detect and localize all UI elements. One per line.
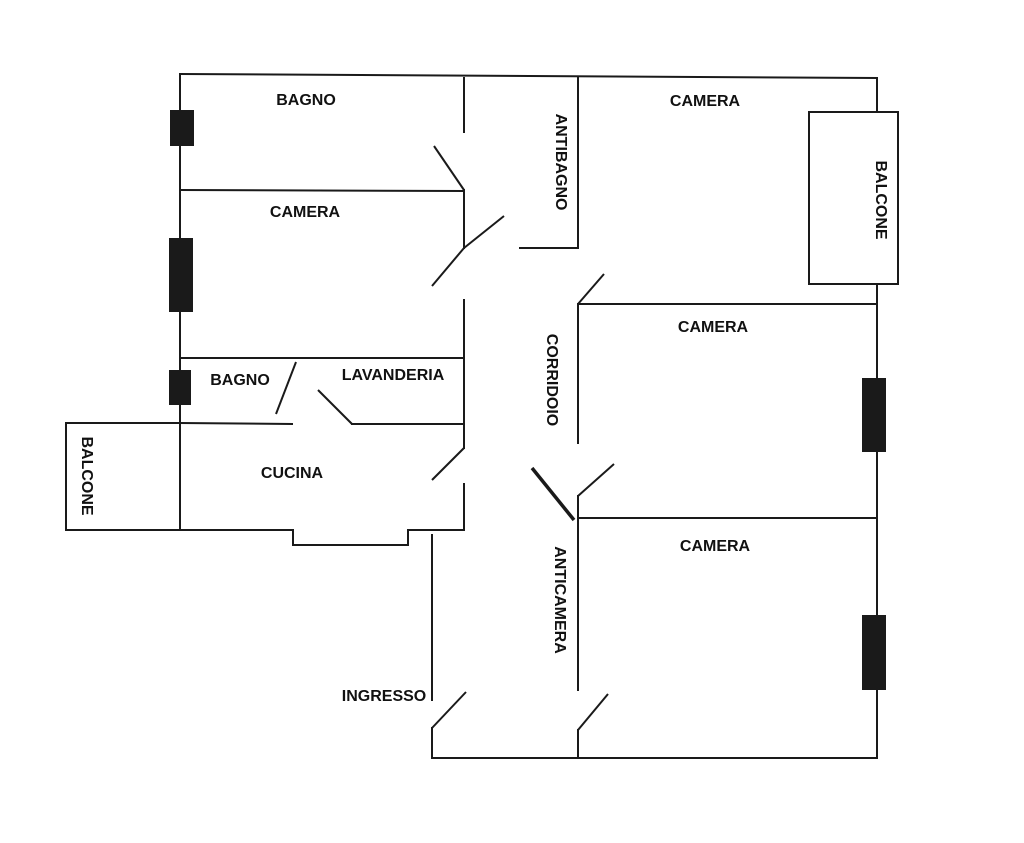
door-antibagno [463, 215, 505, 249]
label-camera-bottom-right: CAMERA [680, 538, 751, 555]
label-anticamera: ANTICAMERA [551, 546, 568, 654]
door-camera-left [431, 247, 465, 287]
door-bagno-small [275, 361, 297, 415]
label-balcone-right: BALCONE [872, 160, 889, 239]
window-bagno-top [170, 110, 194, 146]
label-bagno-top: BAGNO [276, 92, 336, 109]
label-camera-mid-right: CAMERA [678, 319, 749, 336]
door-ingresso [431, 691, 467, 729]
windows [169, 110, 886, 690]
door-camera-top-right [577, 273, 605, 305]
outer-walls [178, 72, 879, 759]
label-lavanderia: LAVANDERIA [342, 367, 445, 384]
label-cucina: CUCINA [261, 465, 324, 482]
door-camera-mid-right [577, 463, 615, 497]
label-camera-top-right: CAMERA [670, 93, 741, 110]
door-bagno-top [433, 145, 465, 191]
window-camera-mid-right [862, 378, 886, 452]
door-cucina [431, 447, 465, 481]
label-corridoio: CORRIDOIO [543, 334, 560, 426]
label-balcone-left: BALCONE [78, 436, 95, 515]
door-camera-bottom-right [577, 693, 609, 731]
label-ingresso: INGRESSO [342, 688, 426, 705]
label-bagno-small: BAGNO [210, 372, 270, 389]
label-antibagno: ANTIBAGNO [552, 114, 569, 211]
window-camera-bottom-right [862, 615, 886, 690]
door-anticamera [530, 466, 576, 522]
balcony-right [808, 111, 899, 285]
room-labels: BAGNO CAMERA CAMERA BAGNO LAVANDERIA CAM… [78, 92, 889, 705]
door-lavanderia [317, 389, 353, 425]
interior-walls [178, 77, 878, 759]
label-camera-left: CAMERA [270, 204, 341, 221]
window-bagno-small [169, 370, 191, 405]
doors [275, 145, 615, 731]
balcony-left [65, 422, 181, 531]
window-camera-left [169, 238, 193, 312]
